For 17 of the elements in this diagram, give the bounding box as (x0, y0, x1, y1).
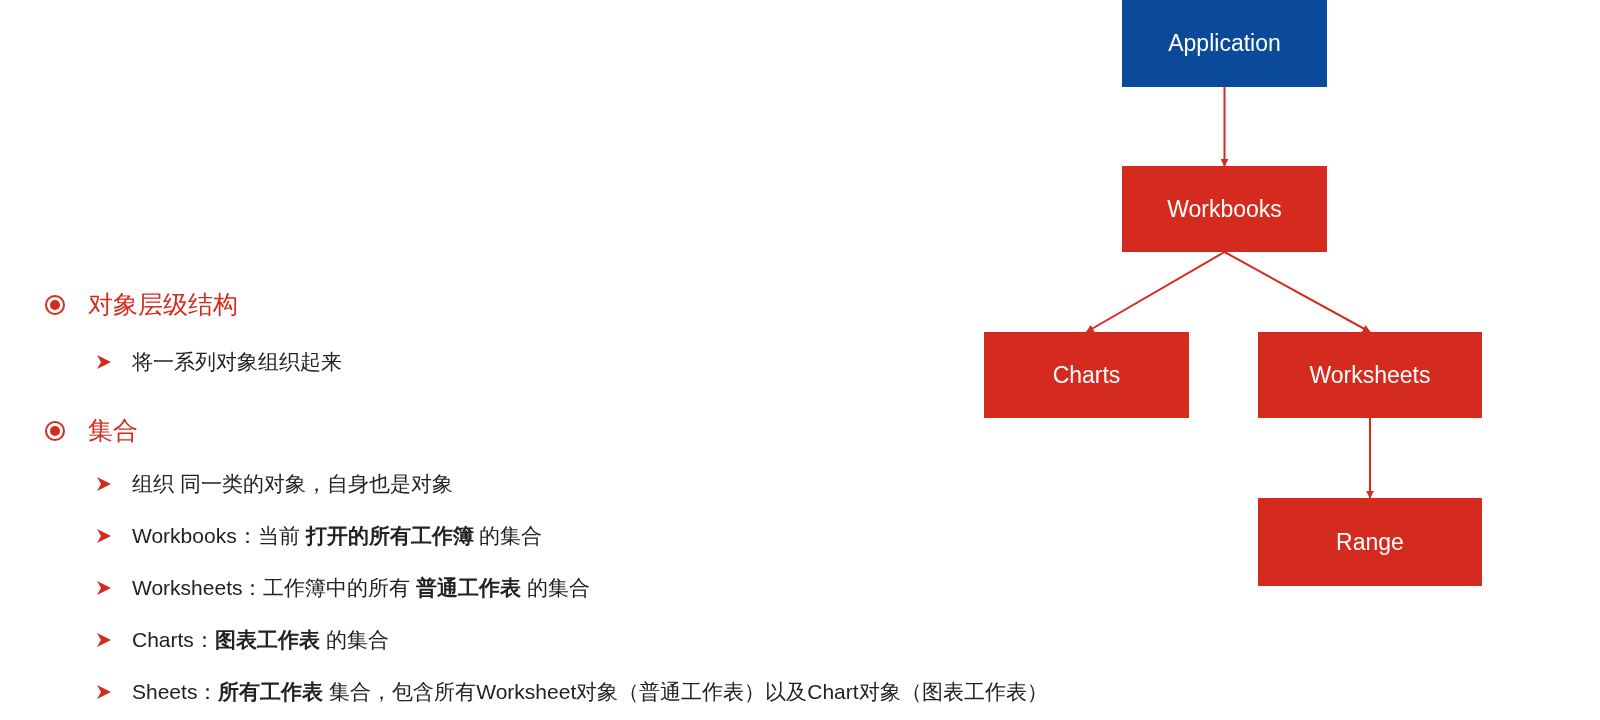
object-box: Range (1258, 498, 1482, 586)
object-box: Workbooks (1122, 166, 1327, 252)
arrow (1366, 417, 1374, 499)
bullet-text: Worksheets：工作簿中的所有 普通工作表 的集合 (132, 575, 591, 601)
object-box: Charts (984, 332, 1189, 418)
arrow (1223, 251, 1371, 333)
bullet-text: Sheets：所有工作表 集合，包含所有Worksheet对象（普通工作表）以及Chart对象（图表工作表） (132, 679, 1048, 705)
object-box: Application (1122, 0, 1327, 87)
section-heading: 对象层级结构 (88, 289, 238, 320)
section-heading: 集合 (88, 415, 138, 446)
object-box: Worksheets (1258, 332, 1482, 418)
bullet-text: 组织 同一类的对象，自身也是对象 (132, 471, 453, 497)
arrow (1085, 251, 1226, 333)
bullet-text: Workbooks：当前 打开的所有工作簿 的集合 (132, 523, 543, 549)
bullet-text: 将一系列对象组织起来 (132, 349, 342, 375)
arrow (1220, 86, 1229, 167)
bullet-text: Charts：图表工作表 的集合 (132, 627, 389, 653)
